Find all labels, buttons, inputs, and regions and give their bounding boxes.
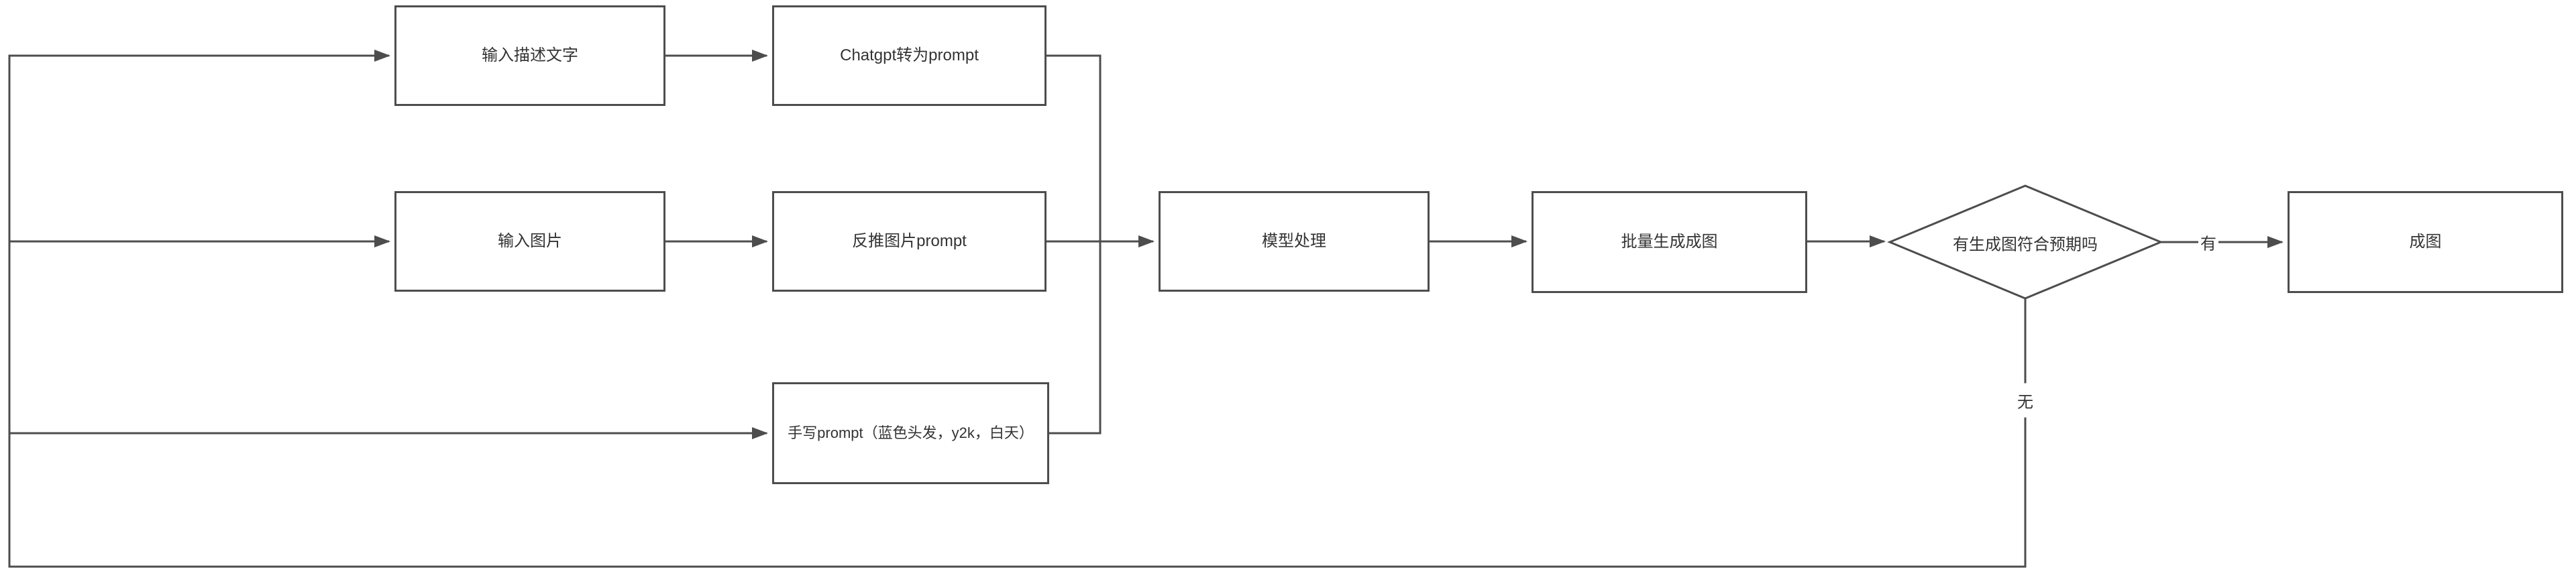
decision-diamond-shape[interactable] [1887,184,2163,300]
node-chatgpt-to-prompt[interactable]: Chatgpt转为prompt [772,5,1046,106]
node-handwritten-prompt-label: 手写prompt（蓝色头发，y2k，白天） [788,424,1034,441]
node-handwritten-prompt[interactable]: 手写prompt（蓝色头发，y2k，白天） [772,382,1049,484]
edge-no-loop-to-input-text [8,50,2027,568]
node-chatgpt-to-prompt-label: Chatgpt转为prompt [840,46,979,65]
node-reverse-image-prompt-label: 反推图片prompt [852,232,967,251]
node-model-processing-label: 模型处理 [1262,232,1326,251]
edge-chatgpt-to-merge [1046,54,1102,241]
node-input-text-label: 输入描述文字 [482,46,578,65]
edge-label-no: 无 [2015,383,2035,418]
node-final-image-label: 成图 [2409,233,2442,251]
node-input-text[interactable]: 输入描述文字 [394,5,665,106]
edge-label-yes: 有 [2198,225,2218,260]
node-input-image-label: 输入图片 [498,232,562,251]
node-final-image[interactable]: 成图 [2288,191,2563,293]
node-batch-generate[interactable]: 批量生成成图 [1532,191,1807,293]
node-reverse-image-prompt[interactable]: 反推图片prompt [772,191,1046,292]
edge-handwritten-to-merge [1049,242,1102,435]
node-model-processing[interactable]: 模型处理 [1159,191,1430,292]
node-batch-generate-label: 批量生成成图 [1621,233,1718,251]
node-input-image[interactable]: 输入图片 [394,191,665,292]
node-decision-label: 有生成图符合预期吗 [1953,235,2098,254]
